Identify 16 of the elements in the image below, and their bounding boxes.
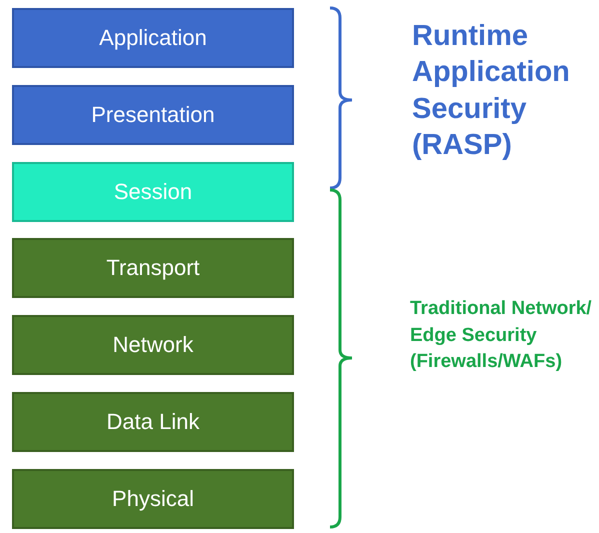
layer-name: Network [112, 332, 194, 358]
bracket-label: Runtime Application Security (RASP) [412, 19, 571, 163]
layer-box [12, 315, 294, 375]
layer-box [12, 469, 294, 529]
layer-box [12, 238, 294, 298]
bracket-label: Traditional Network/ Edge Security (Firewalls/WAFs) [410, 297, 593, 374]
layer-name: Application [99, 25, 207, 51]
layer-box [12, 8, 294, 68]
layer-name: Session [114, 179, 192, 205]
layer-name: Physical [112, 486, 194, 512]
layer-name: Presentation [91, 102, 215, 128]
layer-name: Transport [106, 255, 200, 281]
layer-box [12, 162, 294, 222]
layer-name: Data Link [106, 409, 200, 435]
layer-box [12, 392, 294, 452]
layer-box [12, 85, 294, 145]
